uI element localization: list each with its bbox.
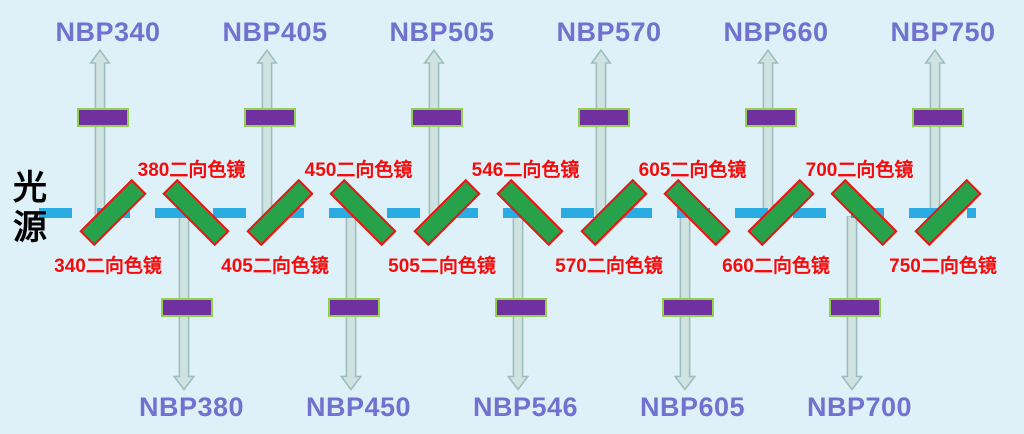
- bandpass-filter: [327, 298, 380, 317]
- bandpass-filter: [77, 108, 129, 127]
- light-beam-dash: [155, 208, 188, 218]
- light-beam-dash: [793, 208, 826, 218]
- nbp-filter-label: NBP380: [138, 392, 245, 422]
- bandpass-filter: [578, 108, 630, 127]
- dichroic-mirror-label: 546二向色镜: [471, 160, 580, 181]
- nbp-filter-label: NBP405: [222, 17, 328, 47]
- nbp-filter-label: NBP750: [890, 17, 996, 47]
- bandpass-filter: [160, 298, 213, 317]
- light-beam-dash: [561, 208, 594, 218]
- dichroic-mirror-label: 605二向色镜: [638, 160, 747, 181]
- light-beam-dash: [39, 208, 72, 218]
- bandpass-filter: [828, 298, 881, 317]
- dichroic-mirror-label: 505二向色镜: [388, 256, 496, 277]
- nbp-filter-label: NBP450: [305, 392, 412, 422]
- nbp-filter-label: NBP660: [723, 17, 829, 47]
- dichroic-mirror-label: 750二向色镜: [889, 256, 997, 277]
- light-beam-dash: [735, 208, 768, 218]
- light-beam-dash: [387, 208, 420, 218]
- light-beam-dash: [213, 208, 246, 218]
- dichroic-mirror-label: 380二向色镜: [137, 160, 246, 181]
- nbp-filter-label: NBP700: [806, 392, 913, 422]
- dichroic-mirror-label: 340二向色镜: [54, 256, 162, 277]
- bandpass-filter: [244, 108, 296, 127]
- light-beam-dash: [967, 208, 976, 218]
- bandpass-filter: [494, 298, 547, 317]
- light-source-label: 光源: [13, 169, 47, 247]
- dichroic-mirror-label: 405二向色镜: [221, 256, 329, 277]
- bandpass-filter: [411, 108, 463, 127]
- dichroic-mirror-label: 700二向色镜: [805, 160, 914, 181]
- dichroic-mirror-label: 450二向色镜: [304, 160, 413, 181]
- bandpass-filter: [912, 108, 964, 127]
- nbp-filter-label: NBP546: [472, 392, 579, 422]
- light-beam-dash: [619, 208, 652, 218]
- light-beam: [39, 208, 976, 218]
- nbp-filter-label: NBP340: [55, 17, 161, 47]
- light-beam-dash: [445, 208, 478, 218]
- light-beam-dash: [329, 208, 362, 218]
- dichroic-mirror-label: 660二向色镜: [722, 256, 830, 277]
- nbp-filter-label: NBP570: [556, 17, 662, 47]
- nbp-filter-label: NBP605: [639, 392, 746, 422]
- light-beam-dash: [909, 208, 942, 218]
- nbp-filter-label: NBP505: [389, 17, 495, 47]
- bandpass-filter: [661, 298, 714, 317]
- dichroic-mirror-label: 570二向色镜: [555, 256, 663, 277]
- bandpass-filter: [745, 108, 797, 127]
